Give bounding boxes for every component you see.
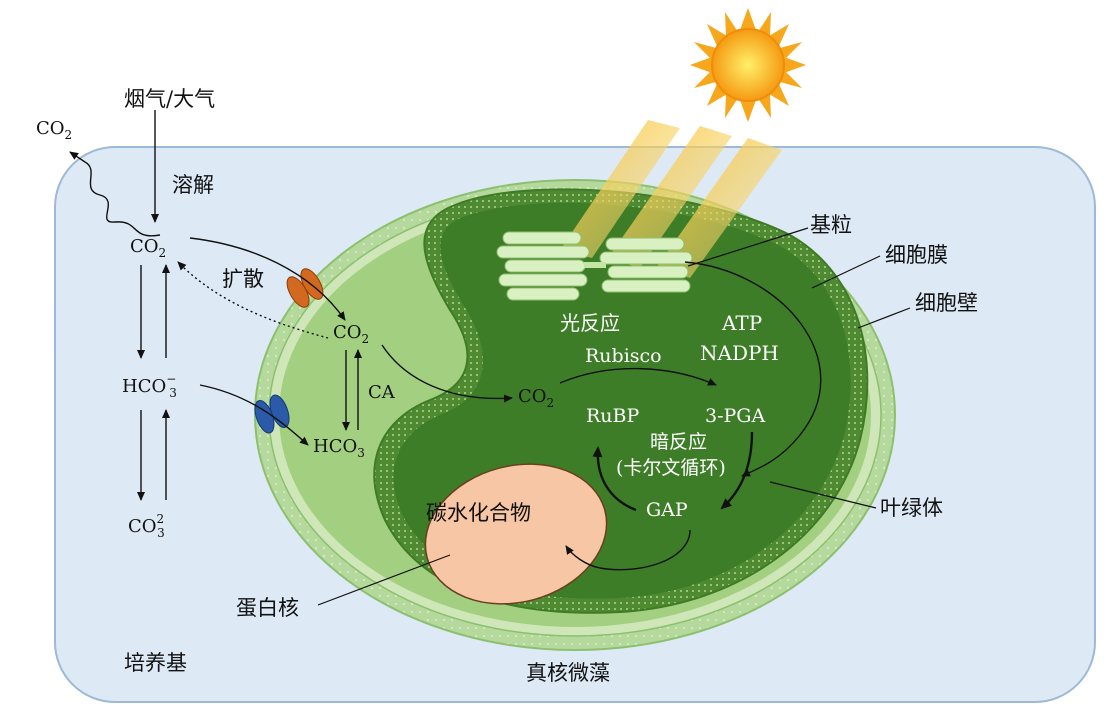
co2-medium-label: CO2	[130, 236, 166, 260]
hco3-cell-label: HCO3	[313, 436, 365, 460]
cell-membrane-label: 细胞膜	[885, 243, 948, 267]
co2-cell-label: CO2	[333, 322, 369, 346]
chloroplast-label: 叶绿体	[880, 496, 943, 520]
calvin-cycle-arrows	[565, 431, 754, 571]
cell-wall-label: 细胞壁	[915, 291, 978, 315]
rubp-label: RuBP	[586, 405, 640, 427]
co2-outside-label: CO2	[36, 118, 72, 142]
nadph-label: NADPH	[700, 341, 779, 365]
calvin-cycle-label: (卡尔文循环)	[616, 457, 726, 479]
leader-lines	[317, 227, 911, 606]
gap-label: GAP	[646, 499, 688, 521]
hco3-medium-label: HCO−3	[122, 372, 177, 400]
sunlight-beams	[560, 120, 782, 278]
co2-chloroplast-label: CO2	[518, 386, 554, 410]
light-reaction-label: 光反应	[560, 311, 620, 335]
grana-label: 基粒	[810, 213, 852, 237]
pyrenoid-label: 蛋白核	[236, 596, 299, 620]
pga-label: 3-PGA	[705, 405, 765, 427]
dark-reaction-label: 暗反应	[650, 431, 707, 453]
grana-stacks	[496, 231, 693, 301]
rubisco-label: Rubisco	[585, 345, 662, 367]
culture-medium-label: 培养基	[124, 651, 187, 675]
diffuse-label: 扩散	[222, 267, 264, 291]
atp-label: ATP	[721, 311, 762, 335]
pyrenoid	[424, 463, 608, 605]
microalgae-label: 真核微藻	[526, 661, 610, 685]
dissolve-label: 溶解	[172, 173, 214, 197]
orange-transporter-icon	[286, 268, 324, 308]
reaction-arrows	[69, 110, 822, 501]
flue-gas-label: 烟气/大气	[124, 87, 215, 111]
ca-label: CA	[368, 382, 396, 403]
carbohydrate-label: 碳水化合物	[426, 501, 531, 525]
sun-icon	[690, 8, 806, 122]
